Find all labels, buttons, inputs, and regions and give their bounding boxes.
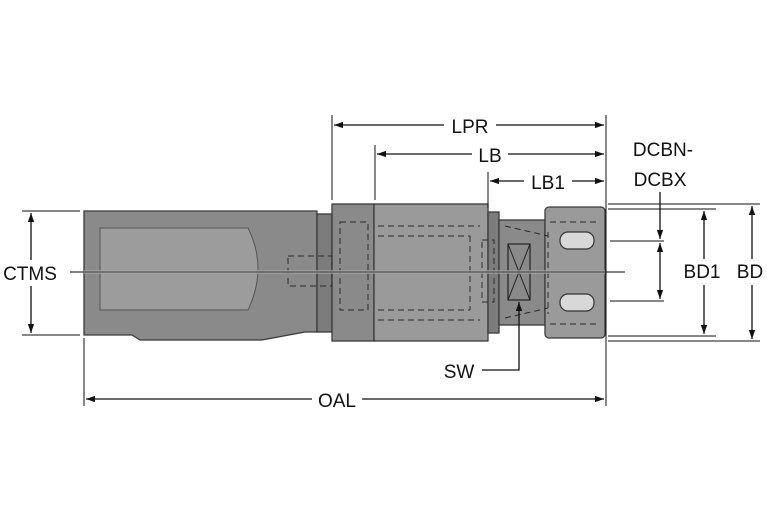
lb1-label: LB1	[531, 173, 565, 194]
bd1-label: BD1	[684, 262, 721, 283]
nut-slot-upper	[559, 231, 595, 250]
shank-flat	[99, 227, 259, 311]
oal-label: OAL	[318, 391, 356, 412]
hidden-bore-body	[378, 225, 480, 321]
sw-leader-line	[482, 302, 523, 371]
bd-label: BD	[737, 262, 763, 283]
dimension-labels: CTMS OAL LPR LB LB1 DCBN- DCBX BD1 BD SW	[0, 114, 766, 412]
lpr-label: LPR	[452, 117, 489, 138]
hidden-bore-flange	[339, 221, 369, 311]
hidden-cone	[504, 225, 549, 319]
lb-label: LB	[478, 146, 501, 167]
dcbx-label: DCBX	[634, 170, 687, 191]
ctms-label: CTMS	[3, 264, 57, 285]
dcbn-label: DCBN-	[633, 140, 693, 161]
sw-label: SW	[444, 362, 475, 383]
nut-slot-lower	[559, 293, 595, 312]
tool-body	[70, 203, 625, 342]
extension-lines	[22, 115, 760, 406]
